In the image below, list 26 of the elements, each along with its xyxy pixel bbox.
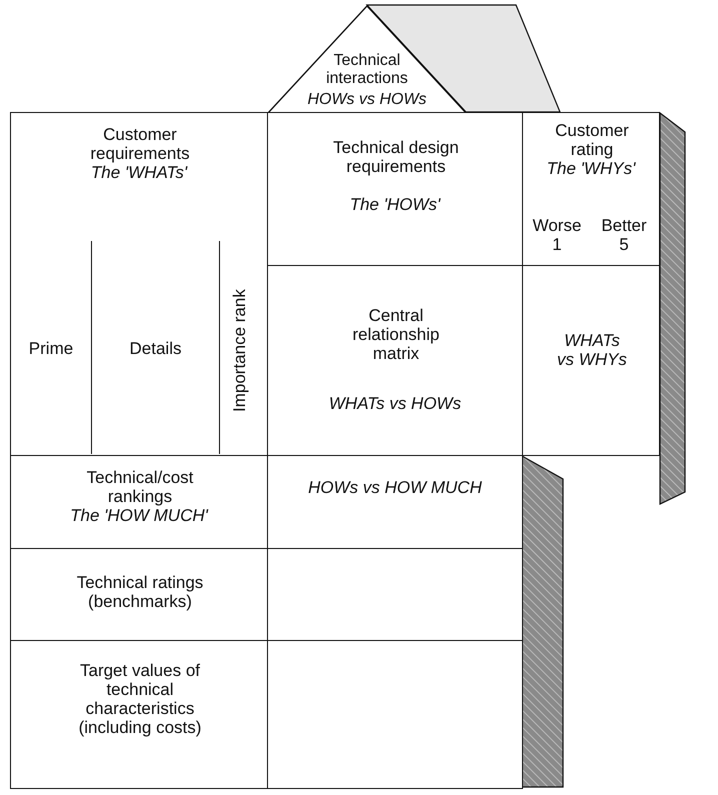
cell-text: Prime [28, 339, 74, 358]
cell-heading: Technical/cost rankings [86, 468, 194, 506]
matrix-cell [522, 265, 660, 456]
cell-text: WHATs vs HOWs [328, 394, 462, 413]
cell-heading: Central relationship matrix [352, 306, 440, 363]
cell-text: Technical ratings (benchmarks) [76, 573, 204, 611]
cell-text: Details [128, 339, 182, 358]
cell-heading: Technical design requirements [332, 138, 460, 176]
cell-text: WHATs vs WHYs [557, 331, 627, 369]
matrix-cell [10, 640, 268, 789]
cell-heading: Customer rating [554, 121, 630, 159]
cell-text: Target values of technical characteristics (including costs) [78, 661, 202, 737]
cell-text: The 'HOWs' [348, 195, 442, 214]
roof-text: HOWs vs HOWs [307, 91, 427, 109]
cell-text: The 'HOW MUCH' [69, 506, 210, 525]
cell-text: Worse 1 [532, 216, 582, 254]
matrix-cell [522, 112, 660, 266]
cell-text: Importance rank [230, 288, 249, 414]
cell-heading: Customer requirements [89, 125, 191, 163]
roof-triangle [267, 4, 467, 114]
roof-text: Technical interactions [325, 52, 409, 88]
cell-text: The 'WHATs' [90, 163, 188, 182]
cell-text: The 'WHYs' [546, 159, 637, 178]
customer-requirements-panel [10, 112, 268, 456]
cell-text: HOWs vs HOW MUCH [307, 478, 483, 497]
cell-text: Better 5 [600, 216, 648, 254]
